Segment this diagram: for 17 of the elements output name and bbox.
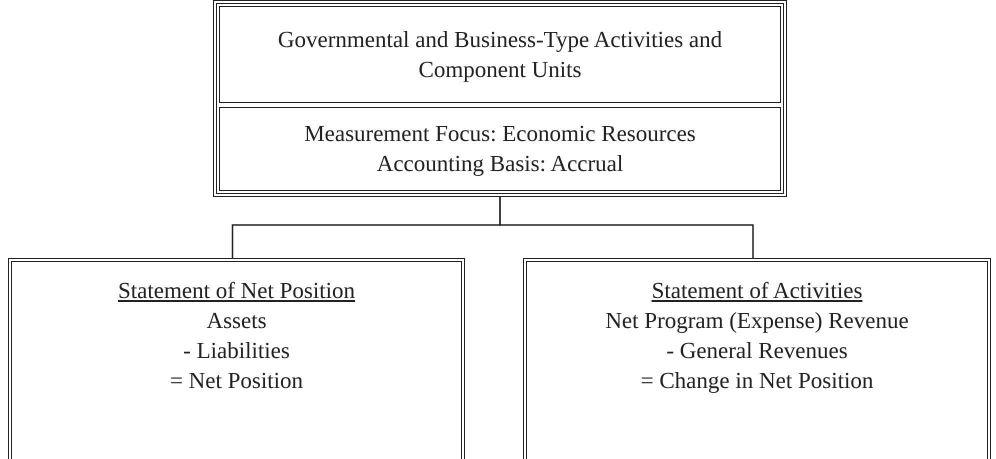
box-text: Assets [206, 307, 267, 335]
text-box [219, 6, 781, 103]
box-text: = Change in Net Position [640, 367, 874, 395]
box-heading: Statement of Net Position [118, 277, 355, 305]
box-text: = Net Position [170, 367, 304, 395]
container-box [213, 0, 787, 197]
box-text: - General Revenues [666, 337, 848, 365]
box-heading: Statement of Activities [652, 277, 862, 305]
box-text: Net Program (Expense) Revenue [605, 307, 909, 335]
text-box [219, 107, 781, 191]
statement-box [523, 258, 991, 459]
statement-box [8, 258, 465, 459]
connector-line [499, 197, 754, 258]
box-text: - Liabilities [183, 337, 290, 365]
box-text: Measurement Focus: Economic Resources [304, 120, 696, 148]
box-text: Governmental and Business-Type Activities and Component Units [276, 26, 724, 84]
box-text: Accounting Basis: Accrual [376, 150, 624, 178]
